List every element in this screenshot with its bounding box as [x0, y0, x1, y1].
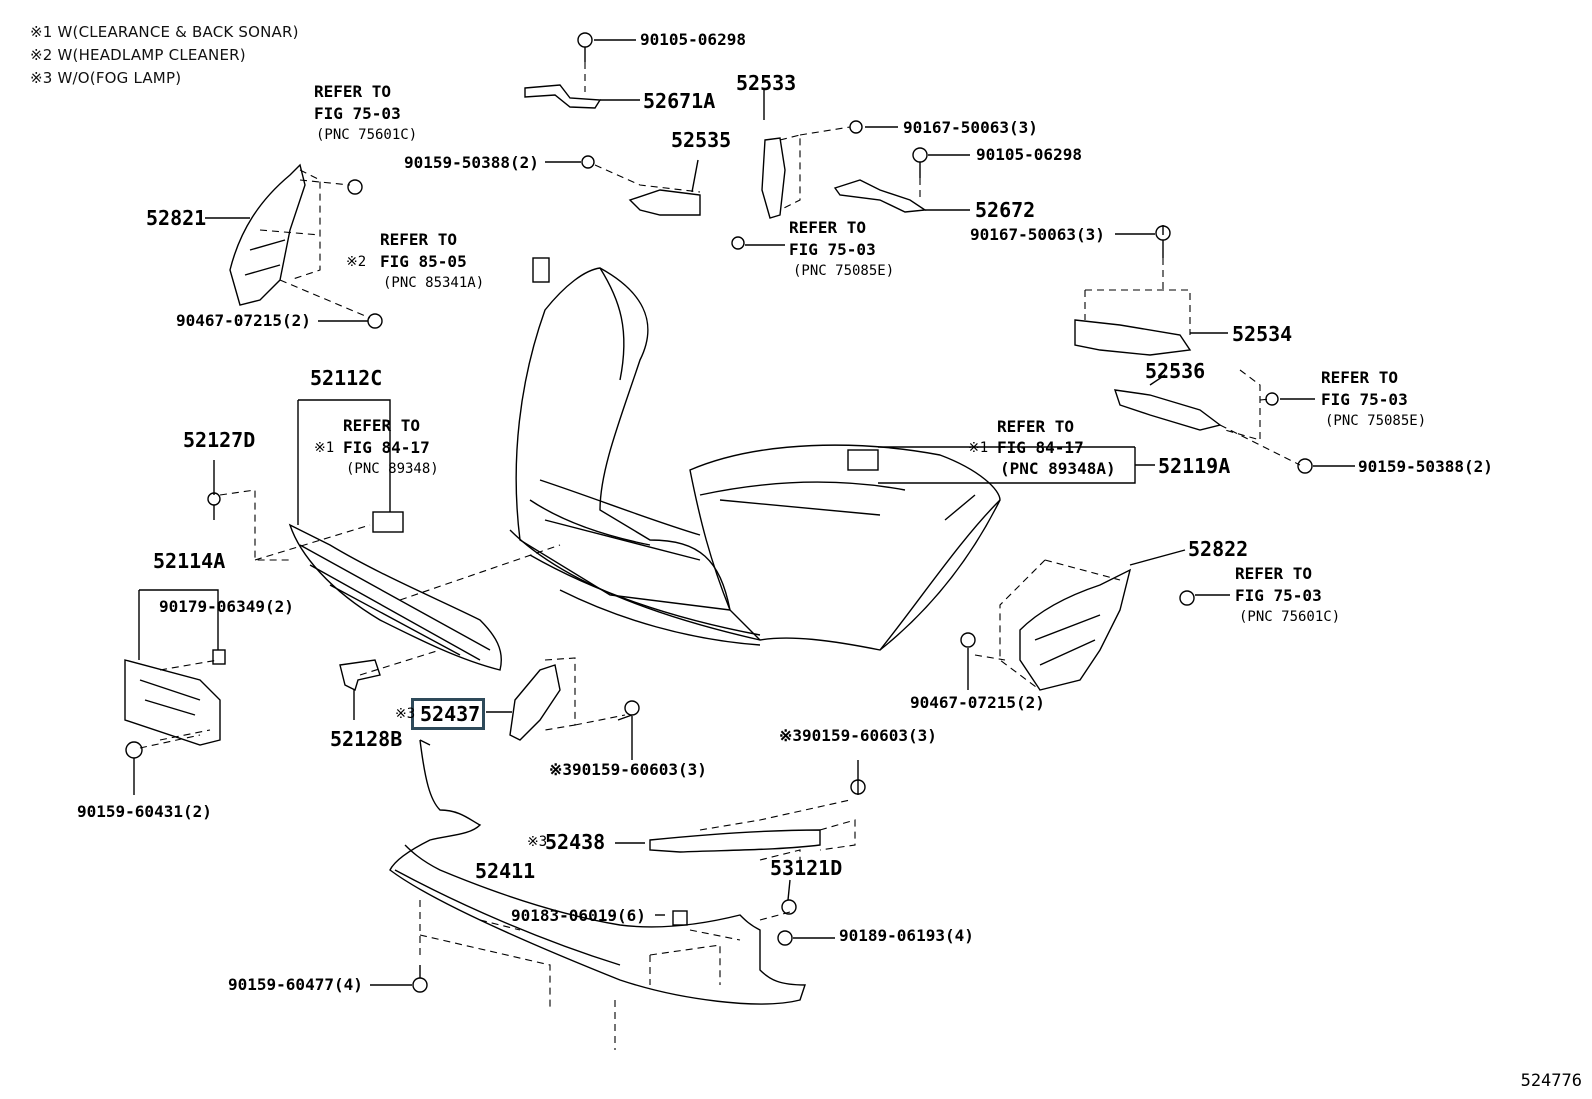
- refer-fig-84-17-right-line3: (PNC 89348A): [1000, 459, 1116, 478]
- part-label-52672[interactable]: 52672: [975, 198, 1036, 222]
- small-brackets: [339, 84, 1222, 853]
- refer-fig-85-05-line1: REFER TO: [380, 230, 458, 249]
- refer-fig-75-03-lower-line1: REFER TO: [1235, 564, 1313, 583]
- part-label-90467-07215-a[interactable]: 90467-07215(2): [176, 311, 311, 330]
- part-label-52112C[interactable]: 52112C: [310, 366, 383, 390]
- left-side-bracket-52821: [229, 163, 306, 306]
- refer-fig-75-03-lower-line2[interactable]: FIG 75-03: [1235, 586, 1322, 605]
- figure-number: 524776: [1520, 1071, 1582, 1091]
- dashed-guide-lines: [139, 62, 1301, 1050]
- part-label-52533[interactable]: 52533: [736, 71, 797, 95]
- refer-fig-75-03-right-line3: (PNC 75085E): [1325, 413, 1427, 429]
- upper-grille-shape: [288, 523, 502, 671]
- part-mark-52438: ※3: [527, 834, 548, 850]
- refer-fig-85-05-line2[interactable]: FIG 85-05: [380, 252, 467, 271]
- part-label-90159-50388-b[interactable]: 90159-50388(2): [1358, 457, 1493, 476]
- refer-fig-84-17-left-line3: (PNC 89348): [346, 461, 439, 477]
- part-label-52822[interactable]: 52822: [1188, 537, 1249, 561]
- refer-fig-84-17-left-line2[interactable]: FIG 84-17: [343, 438, 430, 457]
- part-label-53121D[interactable]: 53121D: [770, 856, 843, 880]
- refer-fig-75-03-right-line2[interactable]: FIG 75-03: [1321, 390, 1408, 409]
- part-label-90159-60477[interactable]: 90159-60477(4): [228, 975, 363, 994]
- refer-fig-75-03-left-line2[interactable]: FIG 75-03: [314, 104, 401, 123]
- part-label-52535[interactable]: 52535: [671, 128, 732, 152]
- part-label-52128B[interactable]: 52128B: [330, 727, 403, 751]
- part-label-52536[interactable]: 52536: [1145, 359, 1206, 383]
- part-label-52671A[interactable]: 52671A: [643, 89, 716, 113]
- refer-fig-75-03-left-line3: (PNC 75601C): [316, 127, 418, 143]
- refer-fig-85-05-line3: (PNC 85341A): [383, 275, 485, 291]
- part-label-52437-highlighted[interactable]: 52437: [420, 702, 481, 726]
- refer-fig-75-03-left-line1: REFER TO: [314, 82, 392, 101]
- part-label-52127D[interactable]: 52127D: [183, 428, 256, 452]
- part-label-90167-50063-b[interactable]: 90167-50063(3): [970, 225, 1105, 244]
- part-label-90105-06298-top[interactable]: 90105-06298: [640, 30, 746, 49]
- refer-fig-85-05-mark: ※2: [346, 254, 367, 270]
- legend-line-1: ※1 W(CLEARANCE & BACK SONAR): [30, 23, 299, 41]
- part-mark-52437: ※3: [395, 706, 416, 722]
- part-label-52534[interactable]: 52534: [1232, 322, 1293, 346]
- part-label-90159-60603-a[interactable]: ※390159-60603(3): [779, 726, 937, 745]
- right-side-bracket-52822: [1019, 568, 1132, 691]
- refer-fig-75-03-center-line2[interactable]: FIG 75-03: [789, 240, 876, 259]
- leader-lines: [133, 39, 1355, 986]
- part-label-90105-06298-b[interactable]: 90105-06298: [976, 145, 1082, 164]
- part-label-90167-50063-a[interactable]: 90167-50063(3): [903, 118, 1038, 137]
- refer-fig-84-17-left-mark: ※1: [314, 440, 335, 456]
- part-label-52114A[interactable]: 52114A: [153, 549, 226, 573]
- part-label-90189-06193[interactable]: 90189-06193(4): [839, 926, 974, 945]
- legend-line-2: ※2 W(HEADLAMP CLEANER): [30, 46, 246, 64]
- part-label-90159-50388-a[interactable]: 90159-50388(2): [404, 153, 539, 172]
- part-label-52411[interactable]: 52411: [475, 859, 536, 883]
- refer-fig-75-03-right-line1: REFER TO: [1321, 368, 1399, 387]
- legend-line-3: ※3 W/O(FOG LAMP): [30, 69, 182, 87]
- part-label-52821[interactable]: 52821: [146, 206, 207, 230]
- fastener-symbols: [125, 32, 1313, 993]
- refer-fig-75-03-center-line1: REFER TO: [789, 218, 867, 237]
- part-label-90159-60431[interactable]: 90159-60431(2): [77, 802, 212, 821]
- bumper-cover-shape: [509, 267, 1001, 651]
- part-label-90159-60603-b[interactable]: ※390159-60603(3): [549, 760, 707, 779]
- highlight-box-52437[interactable]: [411, 698, 485, 730]
- refer-fig-84-17-right-line2[interactable]: FIG 84-17: [997, 438, 1084, 457]
- refer-fig-84-17-left-line1: REFER TO: [343, 416, 421, 435]
- part-label-90179-06349[interactable]: 90179-06349(2): [159, 597, 294, 616]
- refer-fig-84-17-right-mark: ※1: [968, 440, 989, 456]
- refer-fig-75-03-center-line3: (PNC 75085E): [793, 263, 895, 279]
- part-label-90467-07215-b[interactable]: 90467-07215(2): [910, 693, 1045, 712]
- part-label-52119A[interactable]: 52119A: [1158, 454, 1231, 478]
- refer-fig-84-17-right-line1: REFER TO: [997, 417, 1075, 436]
- part-label-90183-06019[interactable]: 90183-06019(6): [511, 906, 646, 925]
- part-label-52438[interactable]: 52438: [545, 830, 606, 854]
- license-bracket-52114A: [124, 659, 221, 746]
- refer-fig-75-03-lower-line3: (PNC 75601C): [1239, 609, 1341, 625]
- lower-spoiler-shape: [389, 739, 806, 1005]
